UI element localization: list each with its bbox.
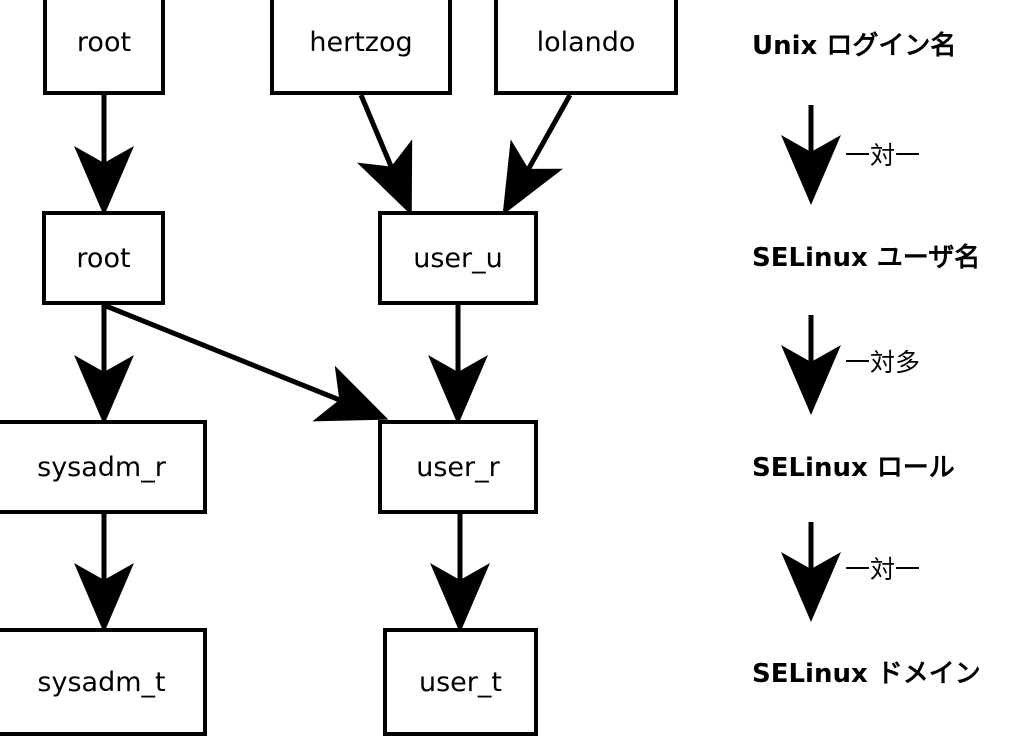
node-domain_user_t[interactable]: user_t <box>383 628 538 736</box>
legend-level-domain: SELinux ドメイン <box>752 659 981 689</box>
node-seuser_root[interactable]: root <box>42 211 165 305</box>
node-label: lolando <box>536 27 636 58</box>
node-label: user_u <box>413 242 503 274</box>
node-label: user_t <box>419 666 502 698</box>
node-label: user_r <box>416 451 500 483</box>
node-role_sysadm_r[interactable]: sysadm_r <box>0 420 207 514</box>
legend-level-login: Unix ログイン名 <box>752 31 957 61</box>
edge-seroot-to-user_r <box>105 303 389 422</box>
edges <box>74 93 573 633</box>
node-seuser_user_u[interactable]: user_u <box>378 211 538 305</box>
legend-level-role: SELinux ロール <box>752 453 955 483</box>
edge-hertzog-to-user_u <box>356 94 413 216</box>
legend-rel-role-domain-label: 一対一 <box>845 555 921 584</box>
node-login_lolando[interactable]: lolando <box>494 0 678 95</box>
legend-level-seuser: SELinux ユーザ名 <box>752 243 981 273</box>
node-domain_sysadm_t[interactable]: sysadm_t <box>0 628 207 736</box>
legend-rel-login-seuser-label: 一対一 <box>845 141 921 170</box>
node-role_user_r[interactable]: user_r <box>378 420 538 514</box>
legend-rel-seuser-role-label: 一対多 <box>845 348 921 377</box>
node-label: sysadm_t <box>37 666 166 698</box>
node-label: hertzog <box>309 27 413 58</box>
node-label: root <box>76 27 132 58</box>
node-login_hertzog[interactable]: hertzog <box>270 0 452 95</box>
edge-lolando-to-user_u <box>502 93 573 216</box>
node-login_root[interactable]: root <box>43 0 165 95</box>
node-label: root <box>76 242 131 274</box>
node-label: sysadm_r <box>37 451 166 483</box>
